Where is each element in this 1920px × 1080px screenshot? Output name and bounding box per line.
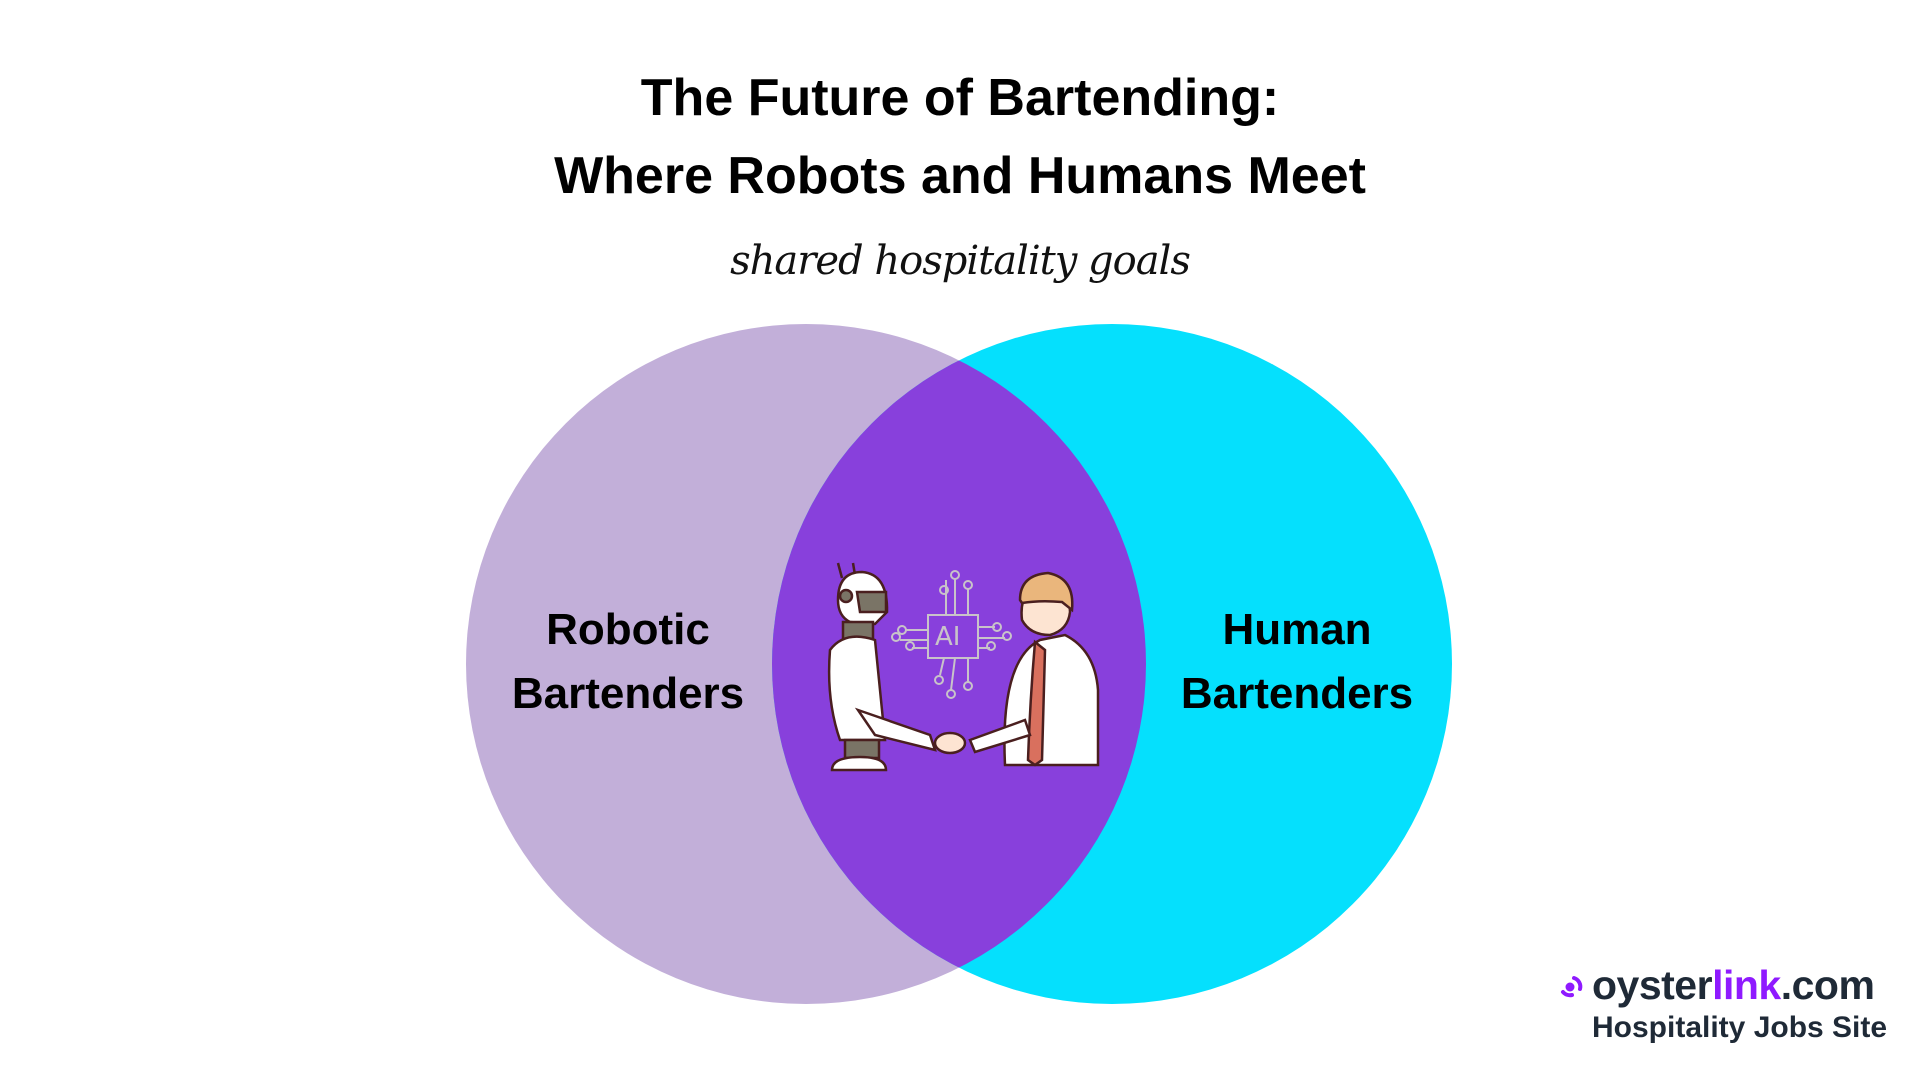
logo-tagline: Hospitality Jobs Site bbox=[1592, 1011, 1888, 1044]
handshake-illustration bbox=[827, 562, 1100, 772]
label-robotic-line1: Robotic bbox=[546, 605, 710, 654]
subtitle: shared hospitality goals bbox=[730, 238, 1191, 284]
label-human-bartenders: Human Bartenders bbox=[1147, 598, 1447, 726]
title-line-1: The Future of Bartending: bbox=[640, 69, 1280, 127]
logo-oyster: oyster bbox=[1592, 962, 1713, 1008]
label-robotic-bartenders: Robotic Bartenders bbox=[478, 598, 778, 726]
label-robotic-line2: Bartenders bbox=[511, 669, 745, 718]
title-line-2: Where Robots and Humans Meet bbox=[554, 147, 1366, 205]
label-human-line1: Human bbox=[1222, 605, 1372, 654]
ai-chip-icon bbox=[891, 570, 1012, 699]
venn-overlap bbox=[772, 324, 1146, 1004]
ai-chip-text: AI bbox=[935, 622, 961, 652]
signal-icon bbox=[1561, 975, 1583, 997]
label-human-line2: Bartenders bbox=[1180, 669, 1414, 718]
logo-com: .com bbox=[1780, 962, 1875, 1008]
logo-link: link bbox=[1712, 962, 1781, 1008]
